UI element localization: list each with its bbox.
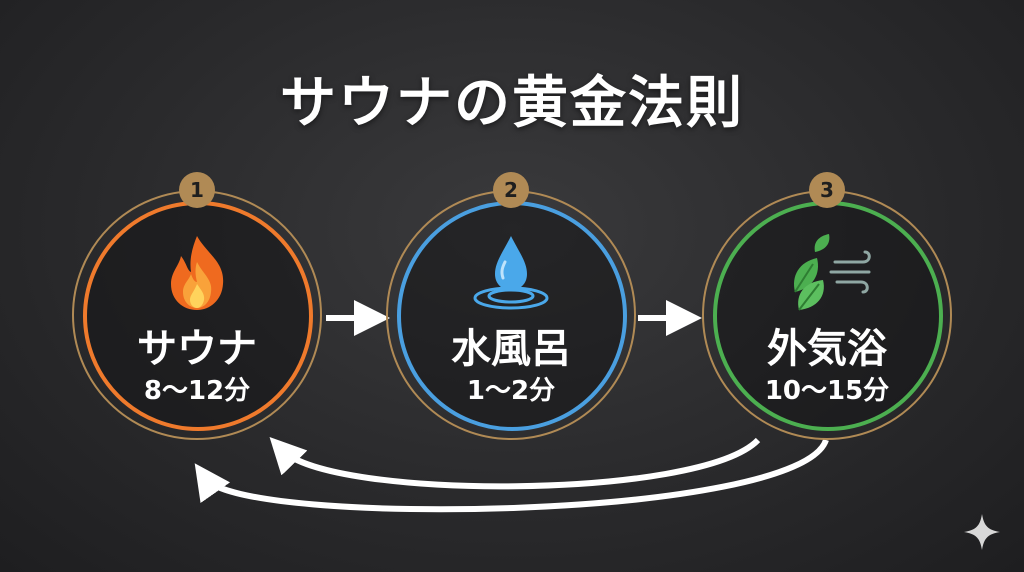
- leaves-wind-icon: [793, 234, 871, 311]
- step-duration: 1〜2分: [466, 376, 556, 406]
- step-outdoor-rest: 3 外気浴 10〜15分: [702, 172, 952, 440]
- step-number-badge: 2: [493, 172, 529, 208]
- step-duration: 8〜12分: [143, 376, 251, 406]
- inner-ring: [713, 201, 943, 431]
- step-cold-bath: 2 水風呂 1〜2分: [386, 172, 636, 440]
- step-name: サウナ: [137, 326, 257, 372]
- step-sauna: 1 サウナ 8〜12分: [72, 172, 322, 440]
- step-duration: 10〜15分: [764, 376, 890, 406]
- step-name: 外気浴: [767, 326, 887, 372]
- water-drop-icon: [473, 236, 549, 310]
- inner-ring: [397, 201, 627, 431]
- step-number-badge: 3: [809, 172, 845, 208]
- step-number-badge: 1: [179, 172, 215, 208]
- return-arrow-inner: [269, 437, 761, 490]
- return-arrow-outer: [194, 438, 829, 513]
- page-title: サウナの黄金法則: [280, 71, 744, 136]
- sparkle-icon: [964, 514, 1000, 550]
- step-name: 水風呂: [451, 326, 571, 372]
- fire-icon: [171, 236, 224, 310]
